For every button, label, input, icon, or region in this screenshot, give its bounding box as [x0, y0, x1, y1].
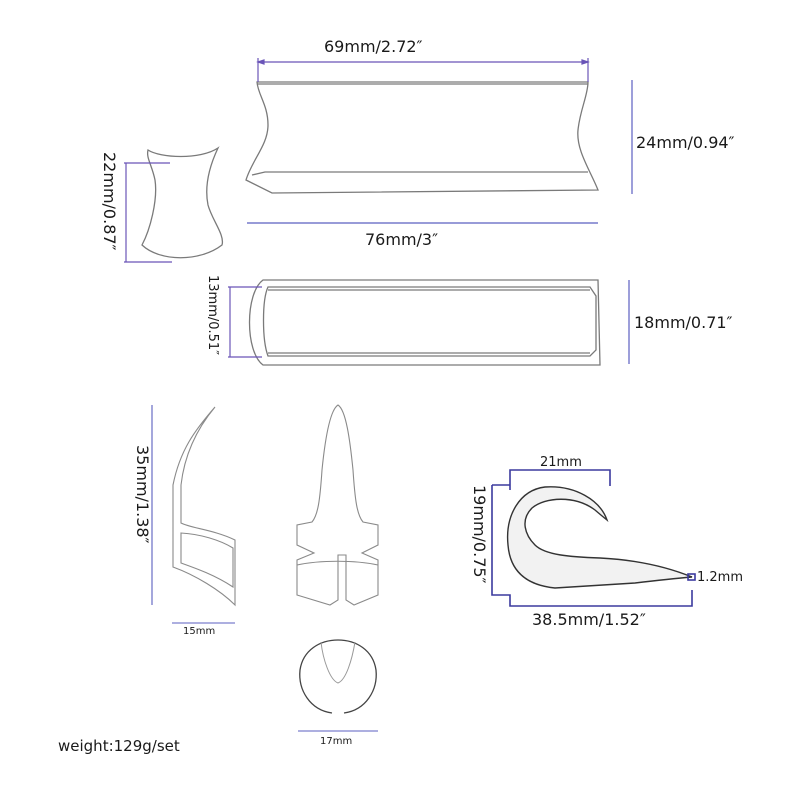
hook-dimensions: [491, 469, 696, 607]
bar-left-height-dimension: [228, 286, 262, 358]
pick-height-label: 35mm/1.38″: [133, 445, 152, 544]
hook-thickness-label: 1.2mm: [697, 570, 744, 585]
thumb-pick-side-view: [172, 406, 236, 607]
bar-right-height-label: 18mm/0.71″: [634, 313, 733, 332]
bar-left-height-label: 13mm/0.51″: [205, 275, 220, 356]
weight-label: weight:129g/set: [58, 737, 180, 755]
hook-bottom-width-label: 38.5mm/1.52″: [532, 610, 646, 629]
bar-top-view: [248, 279, 601, 366]
ring-width-label: 17mm: [320, 736, 353, 747]
side-height-dimension: [124, 162, 172, 263]
top-width-dimension: [256, 58, 590, 82]
side-height-label: 22mm/0.87″: [100, 152, 119, 251]
ring-top-view: [299, 639, 377, 714]
hook-height-label: 19mm/0.75″: [470, 485, 489, 584]
thumb-pick-front-view: [296, 404, 379, 606]
hook-top-width-label: 21mm: [540, 455, 582, 470]
bottom-width-label: 76mm/3″: [365, 230, 439, 249]
hook-piece: [506, 486, 693, 589]
side-profile-piece: [141, 146, 224, 259]
top-width-label: 69mm/2.72″: [324, 37, 423, 56]
pick-width-label: 15mm: [183, 626, 216, 637]
top-height-label: 24mm/0.94″: [636, 133, 735, 152]
large-slide-front-view: [245, 81, 599, 194]
